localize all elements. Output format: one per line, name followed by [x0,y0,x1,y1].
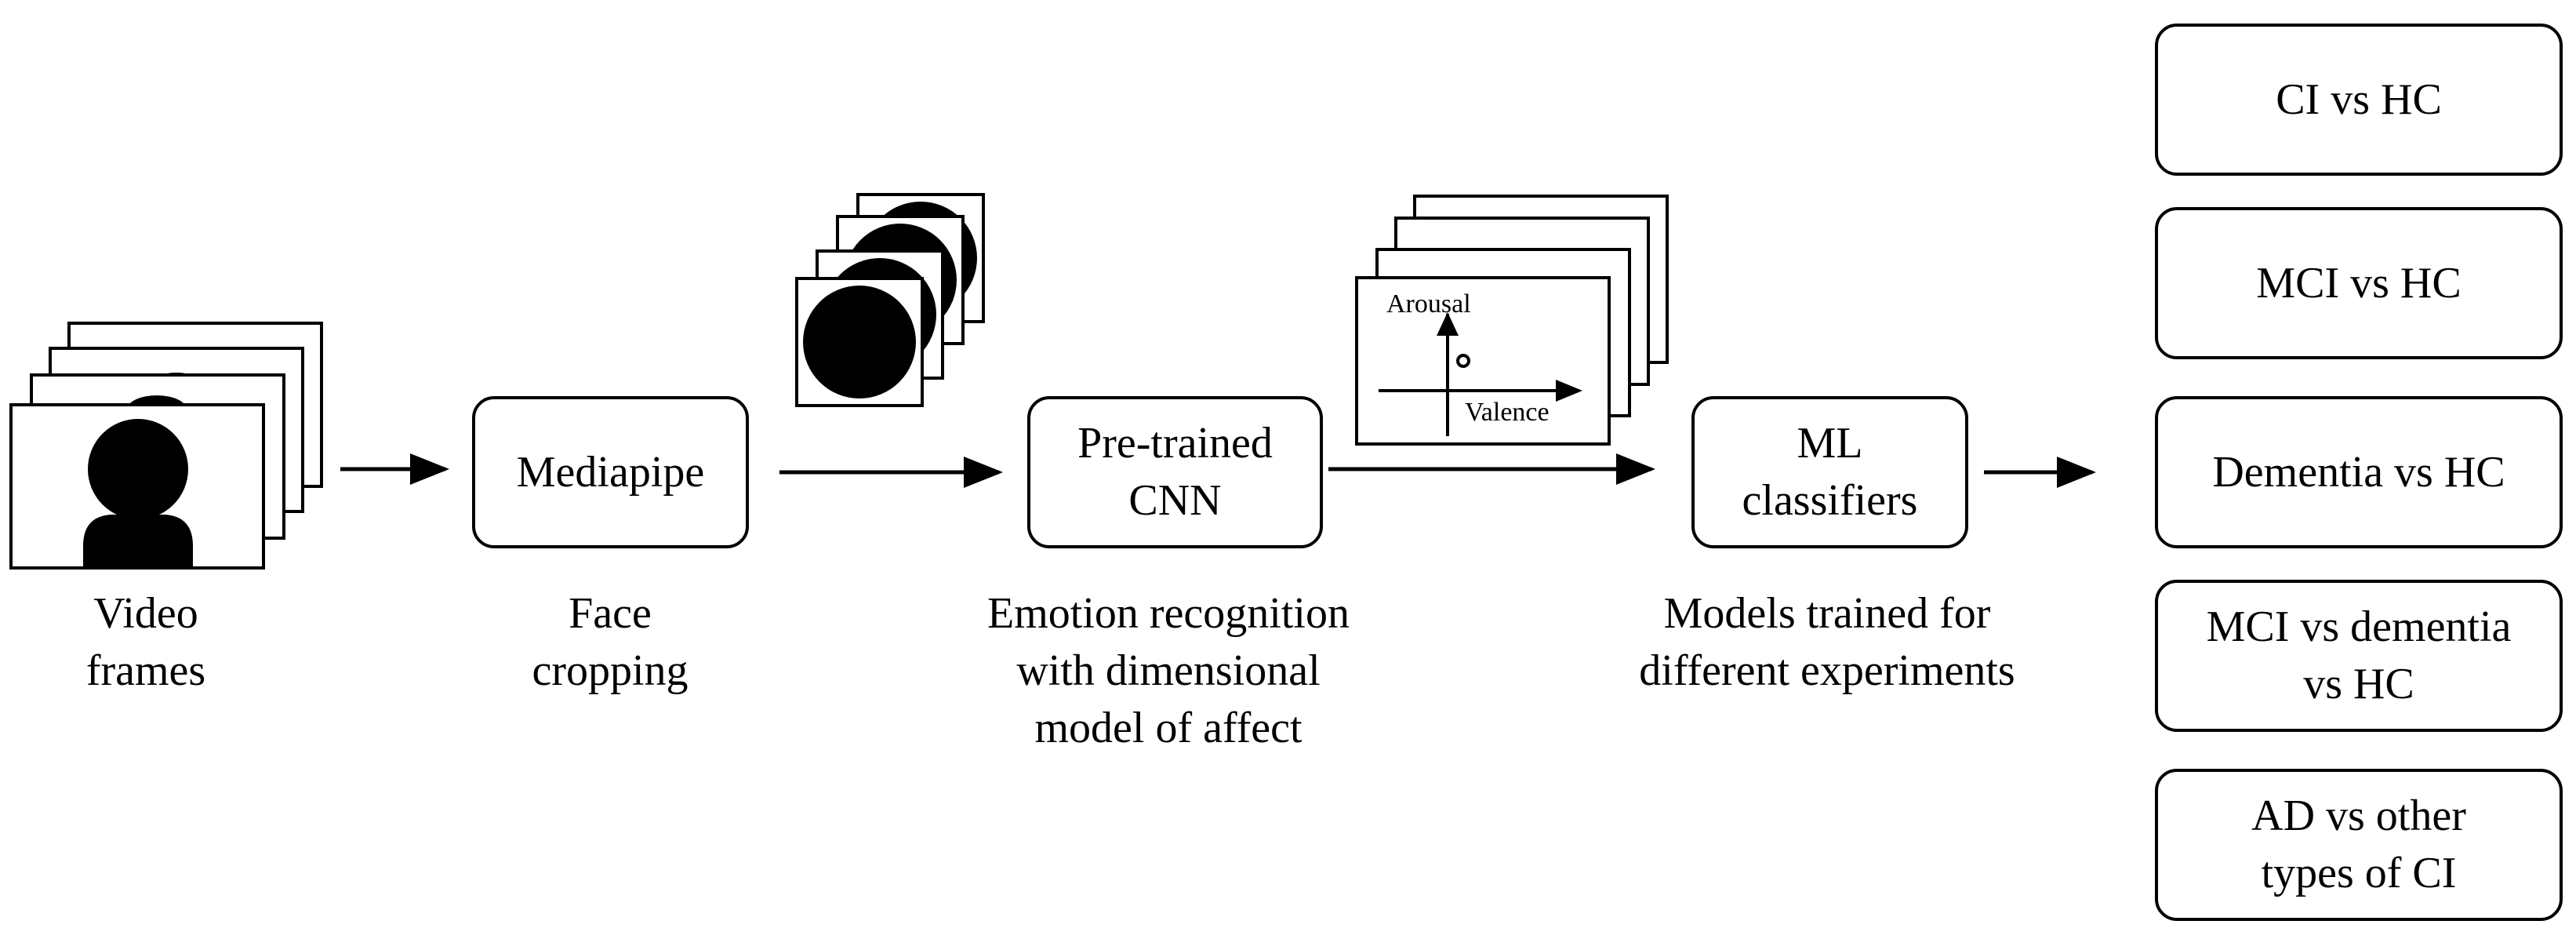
experiment-box-mci-vs-dementia-vs-hc: MCI vs dementia vs HC [2155,580,2563,732]
arousal-label: Arousal [1386,289,1471,318]
cnn-label: Pre-trained CNN [1077,419,1273,525]
affect-point [1456,354,1470,368]
mediapipe-box: Mediapipe [472,396,749,548]
video-frames-icon [9,322,323,570]
experiment-label: CI vs HC [2276,75,2442,124]
affect-plots-icon [1355,195,1669,446]
models-trained-caption: Models trained for different experiments [1639,589,2015,695]
cnn-box: Pre-trained CNN [1027,396,1323,548]
valence-arrow-icon [1556,380,1582,402]
experiment-box-mci-vs-hc: MCI vs HC [2155,207,2563,359]
mediapipe-label: Mediapipe [516,447,705,497]
experiment-box-ci-vs-hc: CI vs HC [2155,24,2563,176]
experiment-box-ad-vs-other-ci: AD vs other types of CI [2155,769,2563,921]
experiment-label: MCI vs dementia vs HC [2206,602,2512,708]
experiment-label: Dementia vs HC [2212,447,2505,497]
arousal-arrow-icon [1437,312,1459,336]
experiment-box-dementia-vs-hc: Dementia vs HC [2155,396,2563,548]
emotion-recognition-caption: Emotion recognition with dimensional mod… [987,589,1350,752]
valence-label: Valence [1465,398,1550,427]
experiment-label: MCI vs HC [2256,258,2462,308]
ml-classifiers-label: ML classifiers [1742,419,1918,525]
person-silhouette-icon [83,419,193,566]
cropped-faces-icon [795,193,985,407]
experiment-label: AD vs other types of CI [2251,792,2466,897]
video-frames-caption: Video frames [85,589,206,695]
face-cropping-caption: Face cropping [532,589,689,695]
ml-classifiers-box: ML classifiers [1691,396,1968,548]
